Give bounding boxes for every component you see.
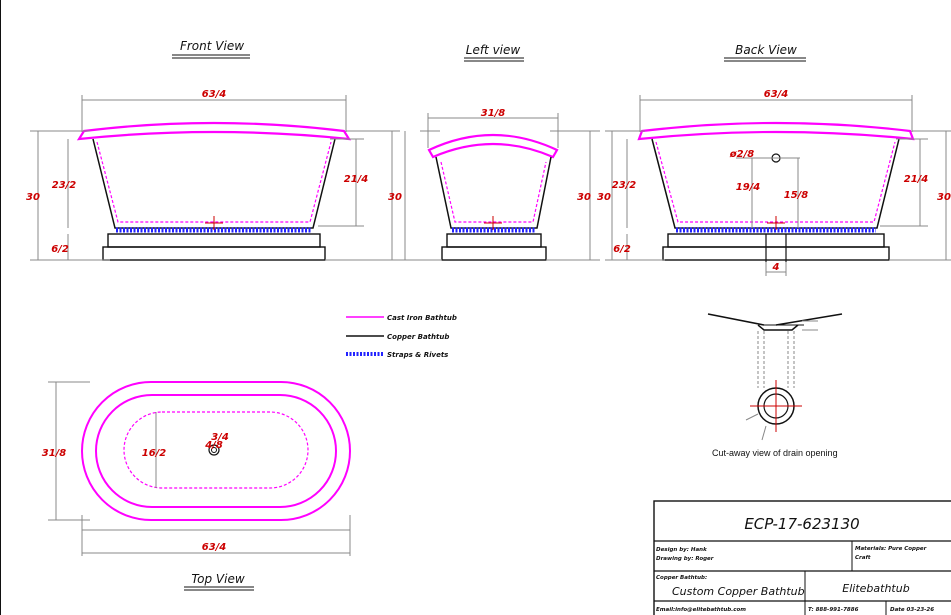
design-by: Design by: Hank — [656, 547, 707, 553]
front-height-left: 30 — [26, 192, 40, 203]
front-width-label: 63/4 — [202, 89, 227, 100]
front-view: Front View 63/4 30 23/2 6/2 21/4 30 — [26, 39, 402, 261]
back-base-height: 6/2 — [613, 244, 631, 255]
front-view-title: Front View — [180, 39, 244, 53]
legend-copper: Copper Bathtub — [387, 333, 449, 341]
back-dim-4: 4 — [772, 262, 780, 273]
legend-cast-iron: Cast Iron Bathtub — [387, 314, 457, 322]
top-basin — [123, 411, 309, 489]
drain-cutaway: Cut-away view of drain opening — [707, 313, 843, 458]
top-inner-rim — [95, 394, 337, 508]
front-base-height: 6/2 — [51, 244, 69, 255]
front-depth-label: 21/4 — [344, 174, 369, 185]
back-width-label: 63/4 — [764, 89, 789, 100]
front-base-bottom — [102, 246, 326, 261]
top-height-label: 31/8 — [42, 448, 67, 459]
legend-straps: Straps & Rivets — [387, 351, 448, 359]
back-dim-15: 15/8 — [784, 190, 809, 201]
back-height-left: 30 — [597, 192, 611, 203]
left-tub-inner — [440, 161, 547, 223]
date: Date 03-23-26 — [890, 607, 934, 613]
left-width-label: 31/8 — [481, 108, 506, 119]
drawing-code: ECP-17-623130 — [744, 515, 859, 533]
back-inner-height: 23/2 — [612, 180, 637, 191]
product-label: Copper Bathtub: — [656, 575, 707, 581]
drawing-by: Drawing by: Roger — [656, 556, 714, 562]
front-tub-inner — [96, 141, 332, 223]
legend: Cast Iron Bathtub Copper Bathtub Straps … — [346, 314, 457, 359]
front-tub-outline — [92, 138, 336, 229]
craft: Craft — [855, 555, 871, 561]
product-name: Custom Copper Bathtub — [672, 585, 805, 598]
back-view-title: Back View — [735, 43, 797, 57]
title-block-frame — [653, 500, 951, 615]
telephone: T: 888-991-7886 — [808, 607, 859, 613]
top-view-title: Top View — [191, 572, 245, 586]
back-rim — [637, 121, 915, 141]
top-drain-label-b: 4/8 — [204, 440, 223, 451]
email: Email:info@elitebathtub.com — [656, 607, 746, 613]
back-drain-dia: ø2/8 — [729, 149, 754, 160]
top-inner-label: 16/2 — [142, 448, 167, 459]
title-block: ECP-17-623130 Design by: Hank Drawing by… — [653, 500, 951, 615]
front-base-top — [107, 233, 321, 248]
left-view-title: Left view — [466, 43, 521, 57]
front-rim — [76, 121, 352, 141]
left-view: Left view 31/8 30 — [398, 43, 600, 261]
back-tub-outline — [651, 138, 900, 229]
front-height-right: 30 — [388, 192, 402, 203]
left-height-label: 30 — [577, 192, 591, 203]
left-rim — [427, 133, 559, 159]
back-depth-label: 21/4 — [904, 174, 929, 185]
front-inner-height: 23/2 — [52, 180, 77, 191]
top-outer-rim — [81, 381, 351, 521]
top-view: 63/4 31/8 16/2 3/4 4/8 Top View — [42, 381, 351, 591]
back-dim-19: 19/4 — [736, 182, 761, 193]
back-view: Back View 63/4 ø2/8 19/4 15/8 4 30 — [597, 43, 951, 276]
back-height-right: 30 — [937, 192, 951, 203]
drain-caption: Cut-away view of drain opening — [712, 448, 838, 458]
materials: Materials: Pure Copper — [855, 546, 927, 552]
top-drain-label-a: 3/4 — [211, 432, 229, 443]
brand-name: Elitebathtub — [842, 582, 909, 595]
top-drain-icon — [208, 444, 220, 456]
top-width-label: 63/4 — [202, 542, 227, 553]
